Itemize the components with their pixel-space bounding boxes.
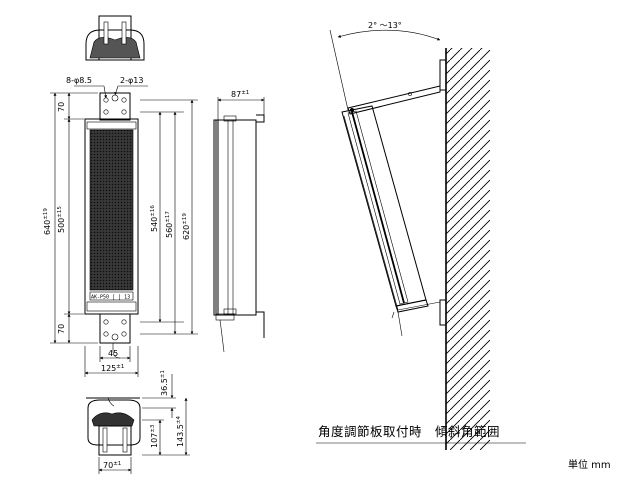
hole-callout-2: 2-φ13 <box>120 76 143 85</box>
dim-143-5: 143.5±4 <box>176 415 185 447</box>
mount-hole <box>121 109 127 115</box>
wall-hatch <box>446 48 490 450</box>
dim-500: 500±15 <box>57 206 66 233</box>
dim-87: 87±1 <box>231 90 249 99</box>
dim-70-width: 70±1 <box>103 461 121 470</box>
mount-hole <box>103 97 109 103</box>
dim-620: 620±19 <box>182 213 191 240</box>
dim-125: 125±1 <box>101 364 124 373</box>
caption: 角度調節板取付時 傾斜角範囲 <box>318 424 500 439</box>
front-view: AK-P50 [ ] 13 8-φ8.5 2-φ13 640±19 <box>43 76 198 377</box>
mount-hole <box>103 331 109 337</box>
mount-hole-large <box>111 333 119 341</box>
mount-hole <box>103 319 109 325</box>
side-view: 87±1 <box>213 90 265 353</box>
hole-callout-8: 8-φ8.5 <box>66 76 92 85</box>
dim-45: 45 <box>108 349 118 358</box>
dim-70-bottom: 70 <box>57 324 66 334</box>
top-bracket-view <box>85 15 145 61</box>
tilt-angle-view: 2° ～13° <box>329 21 490 450</box>
mount-hole <box>103 109 109 115</box>
unit-label: 単位 mm <box>568 458 611 471</box>
dim-560: 560±17 <box>165 211 174 238</box>
mount-hole <box>121 319 127 325</box>
dim-107: 107±3 <box>150 424 159 448</box>
mount-hole <box>121 331 127 337</box>
angle-range: 2° ～13° <box>368 21 402 30</box>
mount-hole-large <box>111 94 119 102</box>
bottom-bracket-view: 36.5±1 143.5±4 107±3 70±1 <box>86 370 190 474</box>
dim-70-top: 70 <box>57 102 66 112</box>
mount-hole <box>121 97 127 103</box>
dim-36-5: 36.5±1 <box>160 370 169 396</box>
dim-540: 540±16 <box>150 205 159 232</box>
speaker-grille <box>89 129 134 291</box>
model-label: AK-P50 [ ] 13 <box>91 295 130 301</box>
dim-640: 640±19 <box>43 208 52 235</box>
